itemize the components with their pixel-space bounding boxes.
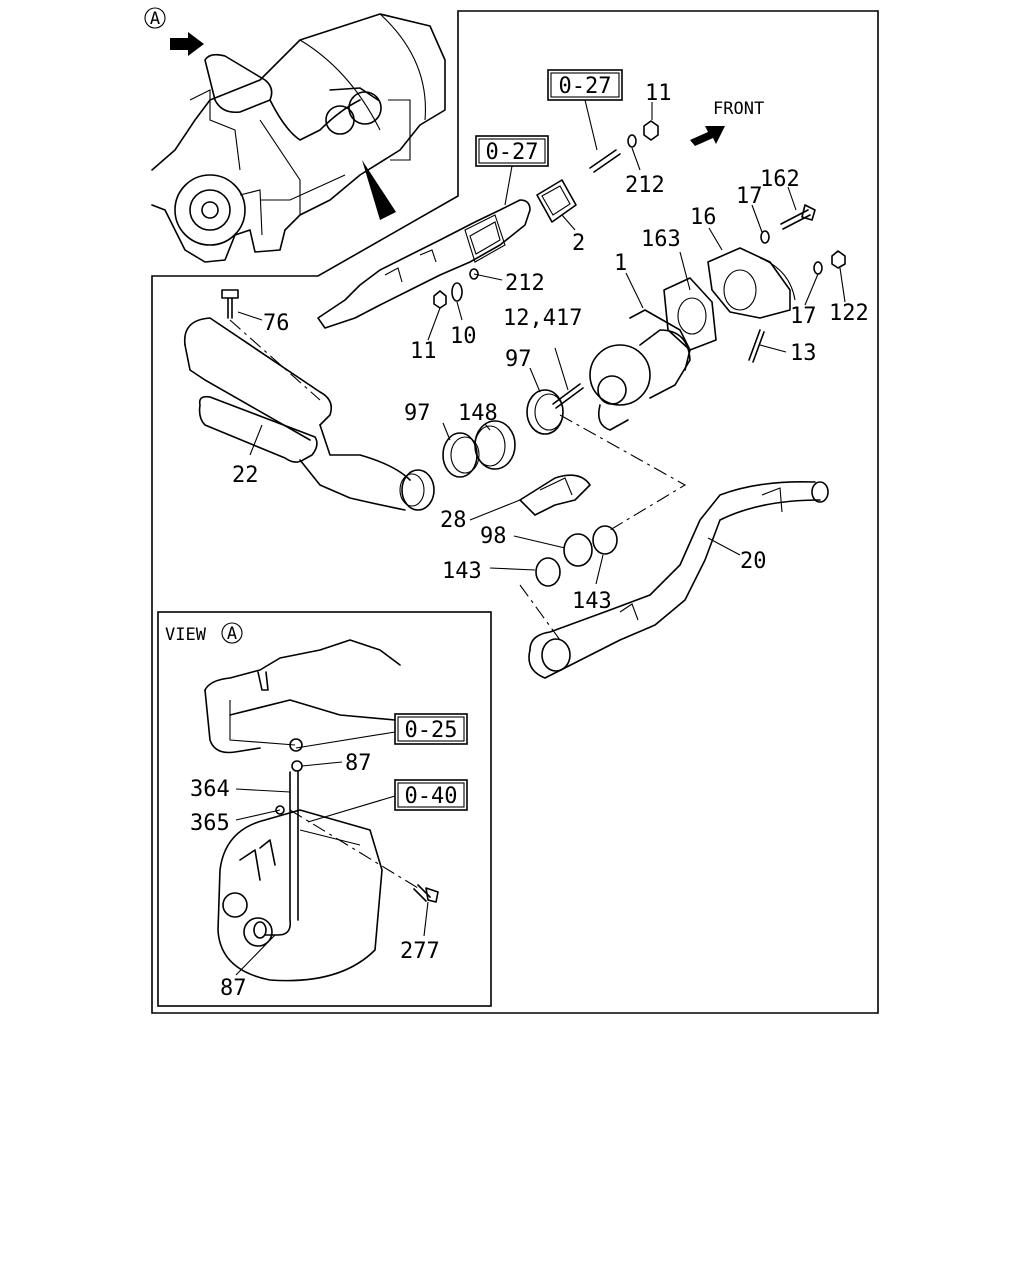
callout-11b: 11 xyxy=(645,81,672,106)
callout-20: 20 xyxy=(740,549,767,574)
ref-box-4: 0-40 xyxy=(394,779,468,811)
callout-87a: 87 xyxy=(345,751,372,776)
callout-143a: 143 xyxy=(442,559,482,584)
gasket-part-163 xyxy=(663,277,717,351)
callout-17b: 17 xyxy=(790,304,817,329)
leader-lines xyxy=(235,99,846,976)
gasket-part-2 xyxy=(536,179,577,223)
callout-277: 277 xyxy=(400,939,440,964)
view-a-label: VIEW xyxy=(165,625,207,645)
callout-16: 16 xyxy=(690,205,717,230)
callout-212b: 212 xyxy=(625,173,665,198)
callout-163: 163 xyxy=(641,227,681,252)
hose-part-98 xyxy=(563,533,593,567)
svg-text:0-27: 0-27 xyxy=(486,140,539,165)
turbocharger-part xyxy=(589,309,691,431)
callout-162: 162 xyxy=(760,167,800,192)
air-pipe-part-22 xyxy=(183,317,435,511)
callout-364: 364 xyxy=(190,777,230,802)
callout-97b: 97 xyxy=(505,347,532,372)
callout-97a: 97 xyxy=(404,401,431,426)
callout-76: 76 xyxy=(263,311,290,336)
callout-1: 1 xyxy=(614,251,627,276)
clamp-part-97b xyxy=(526,389,564,435)
view-marker-circle xyxy=(144,7,166,29)
view-a-marker-letter: A xyxy=(227,624,237,644)
callout-365: 365 xyxy=(190,811,230,836)
exhaust-pipe-part xyxy=(317,199,531,329)
callout-2: 2 xyxy=(572,231,585,256)
bracket-part-28 xyxy=(519,474,591,516)
callout-13: 13 xyxy=(790,341,817,366)
view-a-inset-frame xyxy=(157,611,492,1007)
view-pointer-wedge xyxy=(362,160,396,220)
ref-box-3: 0-25 xyxy=(394,713,468,745)
svg-text:0-25: 0-25 xyxy=(405,718,458,743)
airflow-arrow-icon xyxy=(170,32,204,56)
diagram-frame xyxy=(151,10,879,1014)
callout-212a: 212 xyxy=(505,271,545,296)
callout-143b: 143 xyxy=(572,589,612,614)
pipe-part-20 xyxy=(528,480,829,679)
view-a-sketch xyxy=(204,639,439,982)
callout-10: 10 xyxy=(450,324,477,349)
callout-148: 148 xyxy=(458,401,498,426)
stud-part xyxy=(589,149,621,173)
engine-overview-sketch: A xyxy=(144,7,446,263)
ref-box-2: 0-27 xyxy=(475,135,549,167)
callout-11a: 11 xyxy=(410,339,437,364)
view-a-marker-circle xyxy=(221,622,243,644)
svg-text:0-40: 0-40 xyxy=(405,784,458,809)
front-label: FRONT xyxy=(713,99,764,119)
callout-12-417: 12,417 xyxy=(503,306,582,331)
callout-87b: 87 xyxy=(220,976,247,1001)
front-arrow-icon xyxy=(690,126,725,146)
callout-22: 22 xyxy=(232,463,259,488)
flange-part-16 xyxy=(707,247,791,319)
callout-122: 122 xyxy=(829,301,869,326)
ref-box-1: 0-27 xyxy=(547,69,623,101)
callout-labels: 76 22 11 10 212 2 12,417 97 97 148 28 98… xyxy=(190,81,869,1001)
view-marker-letter: A xyxy=(150,9,160,29)
svg-text:0-27: 0-27 xyxy=(559,74,612,99)
callout-98: 98 xyxy=(480,524,507,549)
callout-28: 28 xyxy=(440,508,467,533)
callout-17a: 17 xyxy=(736,184,763,209)
